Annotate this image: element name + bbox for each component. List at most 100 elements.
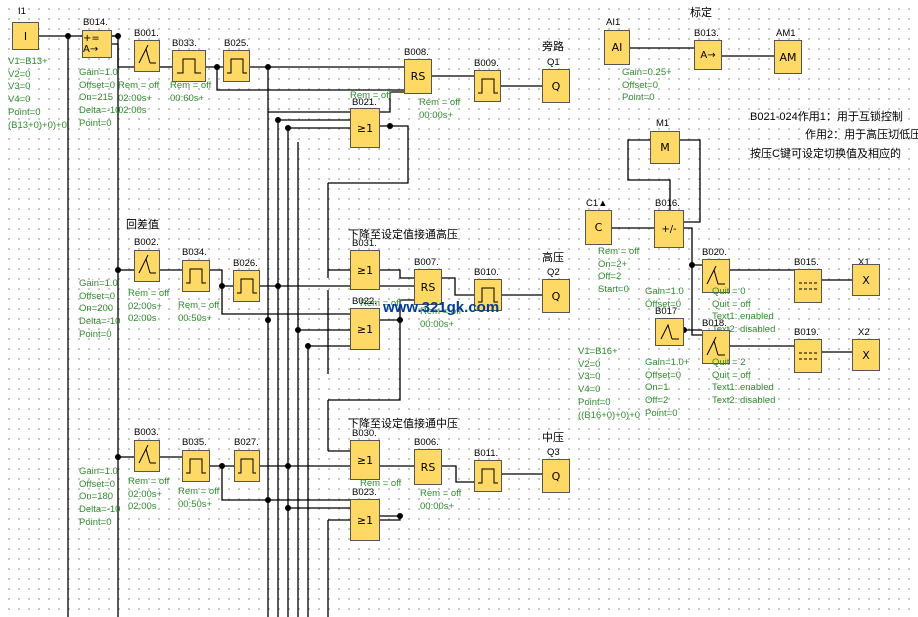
analog-threshold-b001[interactable]	[134, 40, 160, 72]
analog-amp-b013[interactable]: A→	[694, 40, 722, 70]
b031-label: B031.	[352, 238, 377, 249]
timer-block-b027[interactable]	[234, 450, 260, 482]
q1-label: Q1	[547, 57, 560, 68]
wire	[221, 286, 350, 315]
function-block-b014[interactable]: += A→	[82, 30, 112, 58]
output-block-x2[interactable]: X	[852, 339, 880, 371]
note-line-1: B021-024作用1：用于互锁控制	[750, 111, 903, 123]
param-line: Gain=0.25+	[622, 67, 672, 78]
b033-label: B033.	[172, 38, 197, 49]
wire	[210, 269, 233, 287]
note-line-2: 作用2：用于高压切低压	[805, 129, 918, 141]
param-line: Start=0	[598, 284, 629, 296]
ai-symbol: AI	[611, 41, 623, 54]
input-symbol: I	[23, 29, 28, 43]
pulse-icon	[478, 468, 498, 484]
wire	[221, 466, 350, 501]
math-block-b017[interactable]	[655, 318, 684, 346]
analog-threshold-b018[interactable]	[702, 330, 730, 364]
input-block-i1[interactable]: I	[12, 22, 39, 50]
rs-latch-b006[interactable]: RS	[414, 449, 442, 485]
b009-label: B009.	[474, 58, 499, 69]
b018-label: B018.	[702, 318, 727, 329]
b022-label: B022.	[352, 296, 377, 307]
timer-block-b034[interactable]	[182, 260, 210, 292]
or-gate-b030[interactable]: ≥1	[350, 440, 380, 480]
output-block-q3[interactable]: Q	[542, 459, 570, 493]
b025-params: Rem = off 00:60s+	[170, 80, 211, 105]
up-down-counter-b016[interactable]: +/-	[654, 210, 684, 248]
timer-block-b025[interactable]	[223, 50, 250, 82]
b020-label: B020.	[702, 247, 727, 258]
or-gate-b031[interactable]: ≥1	[350, 250, 380, 290]
param-line: On=215	[79, 92, 114, 104]
pulse-icon	[236, 278, 257, 294]
threshold-icon	[138, 444, 156, 464]
param-line: (B13+0)+0)+0	[8, 119, 67, 131]
x2-label: X2	[858, 327, 870, 338]
timer-block-b035[interactable]	[182, 450, 210, 482]
param-line: Delta=-10	[79, 105, 121, 117]
analog-input-ai1[interactable]: AI	[604, 30, 630, 65]
junction-dot	[295, 327, 301, 333]
open-output-symbol: X	[862, 348, 870, 362]
note-line-3: 按压C键可设定切换值及相应的	[750, 148, 901, 160]
b008-params: Rem = off	[350, 90, 391, 103]
analog-threshold-b002[interactable]	[134, 250, 160, 282]
am-symbol: AM	[779, 50, 797, 64]
b010-label: B010.	[474, 267, 499, 278]
junction-dot	[285, 505, 291, 511]
param-line: V1=B16+	[578, 346, 618, 357]
output-block-q2[interactable]: Q	[542, 279, 570, 313]
analog-flag-am1[interactable]: AM	[774, 40, 802, 74]
or-gate-b021[interactable]: ≥1	[350, 108, 380, 148]
b013-label: B013.	[694, 28, 719, 39]
cursor-key-c1[interactable]: C	[585, 210, 612, 245]
b009-params: Rem = off 00:00s+	[419, 97, 460, 122]
param-line: Point=0	[79, 117, 112, 129]
threshold-icon	[138, 44, 156, 64]
param-line: Point=0	[79, 328, 112, 340]
timer-block-b026[interactable]	[233, 270, 260, 302]
b008-label: B008.	[404, 47, 429, 58]
b018-params: Gain=1.0+ Offset=0 On=1 Off=2 Point=0	[645, 357, 689, 421]
or-gate-b023[interactable]: ≥1	[350, 499, 380, 541]
b035-label: B035.	[182, 437, 207, 448]
param-line: Gain=1.0	[79, 67, 118, 78]
junction-dot	[275, 283, 281, 289]
marker-block-m1[interactable]: M	[650, 131, 680, 164]
wire	[691, 265, 702, 336]
timer-block-b009[interactable]	[474, 70, 501, 102]
message-block-b019[interactable]	[794, 339, 822, 373]
junction-dot	[689, 262, 695, 268]
output-block-q1[interactable]: Q	[542, 69, 570, 103]
junction-dot	[214, 64, 220, 70]
timer-block-b033[interactable]	[172, 50, 206, 82]
timer-block-b011[interactable]	[474, 460, 502, 492]
output-block-x1[interactable]: X	[852, 264, 880, 296]
or-symbol: ≥1	[356, 513, 374, 527]
or-symbol: ≥1	[356, 263, 374, 277]
marker-symbol: M	[660, 141, 670, 154]
q2-label: Q2	[547, 267, 560, 278]
or-gate-b022[interactable]: ≥1	[350, 308, 380, 350]
b019-label: B019.	[794, 327, 819, 338]
b020-message-params: Quit = 0 Quit = off Text1: enabled Text2…	[712, 286, 775, 337]
label-hv: 高压	[542, 252, 564, 264]
wire	[380, 299, 414, 321]
or-symbol: ≥1	[356, 453, 374, 467]
b025-label: B025.	[224, 38, 249, 49]
param-line: 00:50s+	[178, 498, 213, 510]
output-symbol: Q	[551, 469, 561, 483]
rs-latch-b008[interactable]: RS	[404, 59, 432, 94]
analog-threshold-b003[interactable]	[134, 440, 160, 472]
param-line: V2=0	[578, 358, 601, 370]
junction-dot	[285, 463, 291, 469]
message-block-b015[interactable]	[794, 269, 822, 303]
timer-block-b010[interactable]	[474, 279, 502, 311]
param-line: ((B16+0)+0)+0	[578, 409, 641, 421]
param-line: On=200	[79, 303, 114, 315]
analog-threshold-b020[interactable]	[702, 259, 730, 293]
param-line: Gain=1.0	[645, 286, 684, 297]
param-line: 00:00s+	[420, 318, 455, 330]
